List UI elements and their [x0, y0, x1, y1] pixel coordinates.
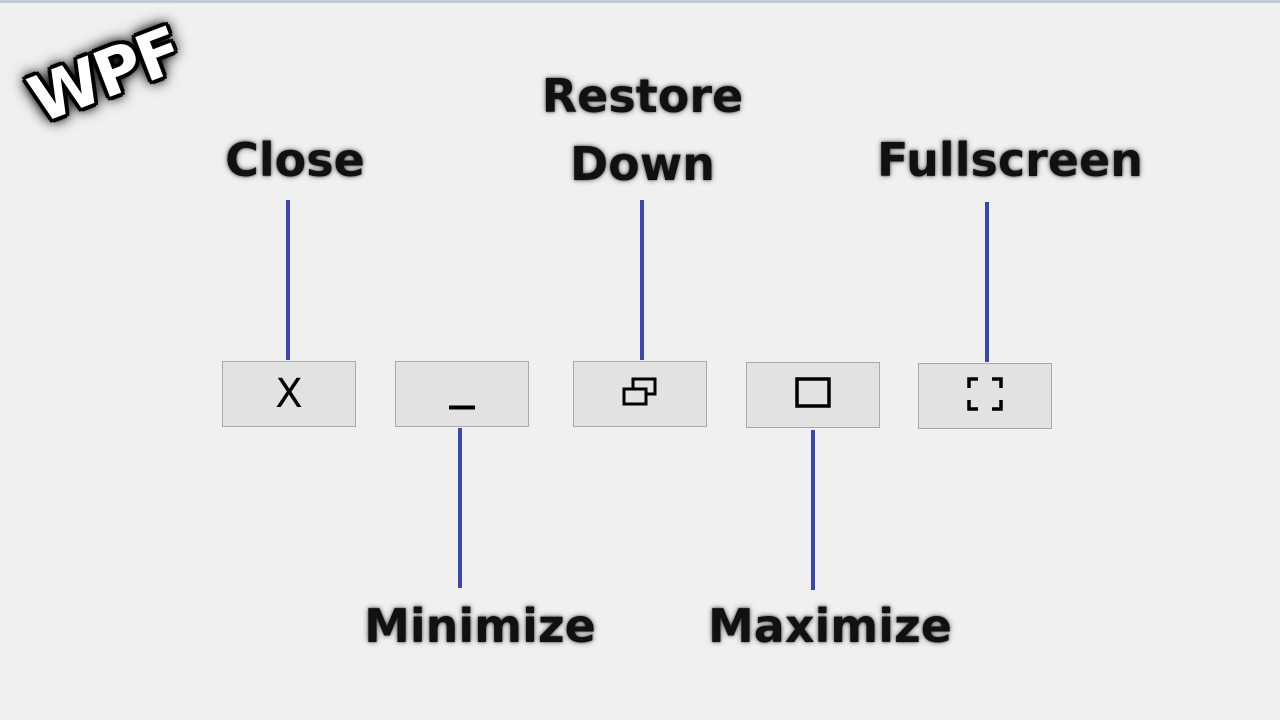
restore-down-label-line2: Down [569, 137, 716, 191]
wpf-logo: WPF [19, 13, 192, 141]
minimize-button[interactable] [395, 361, 529, 427]
restore-down-connector [640, 200, 644, 360]
maximize-label: Maximize [708, 599, 952, 653]
close-icon: X [275, 371, 303, 417]
minimize-label: Minimize [364, 599, 596, 653]
fullscreen-label: Fullscreen [877, 133, 1143, 187]
close-label: Close [225, 133, 365, 187]
close-connector [286, 200, 290, 360]
minimize-icon [449, 397, 475, 416]
restore-down-label: Restore Down [520, 62, 765, 198]
restore-down-label-line1: Restore [541, 69, 744, 123]
fullscreen-icon [967, 377, 1003, 415]
maximize-icon [795, 377, 831, 413]
minimize-connector [458, 428, 462, 588]
fullscreen-connector [985, 202, 989, 362]
wpf-logo-text: WPF [19, 13, 192, 139]
restore-down-icon [622, 377, 658, 411]
maximize-connector [811, 430, 815, 590]
close-button[interactable]: X [222, 361, 356, 427]
top-border [0, 0, 1280, 3]
fullscreen-button[interactable] [918, 363, 1052, 429]
maximize-button[interactable] [746, 362, 880, 428]
restore-down-button[interactable] [573, 361, 707, 427]
